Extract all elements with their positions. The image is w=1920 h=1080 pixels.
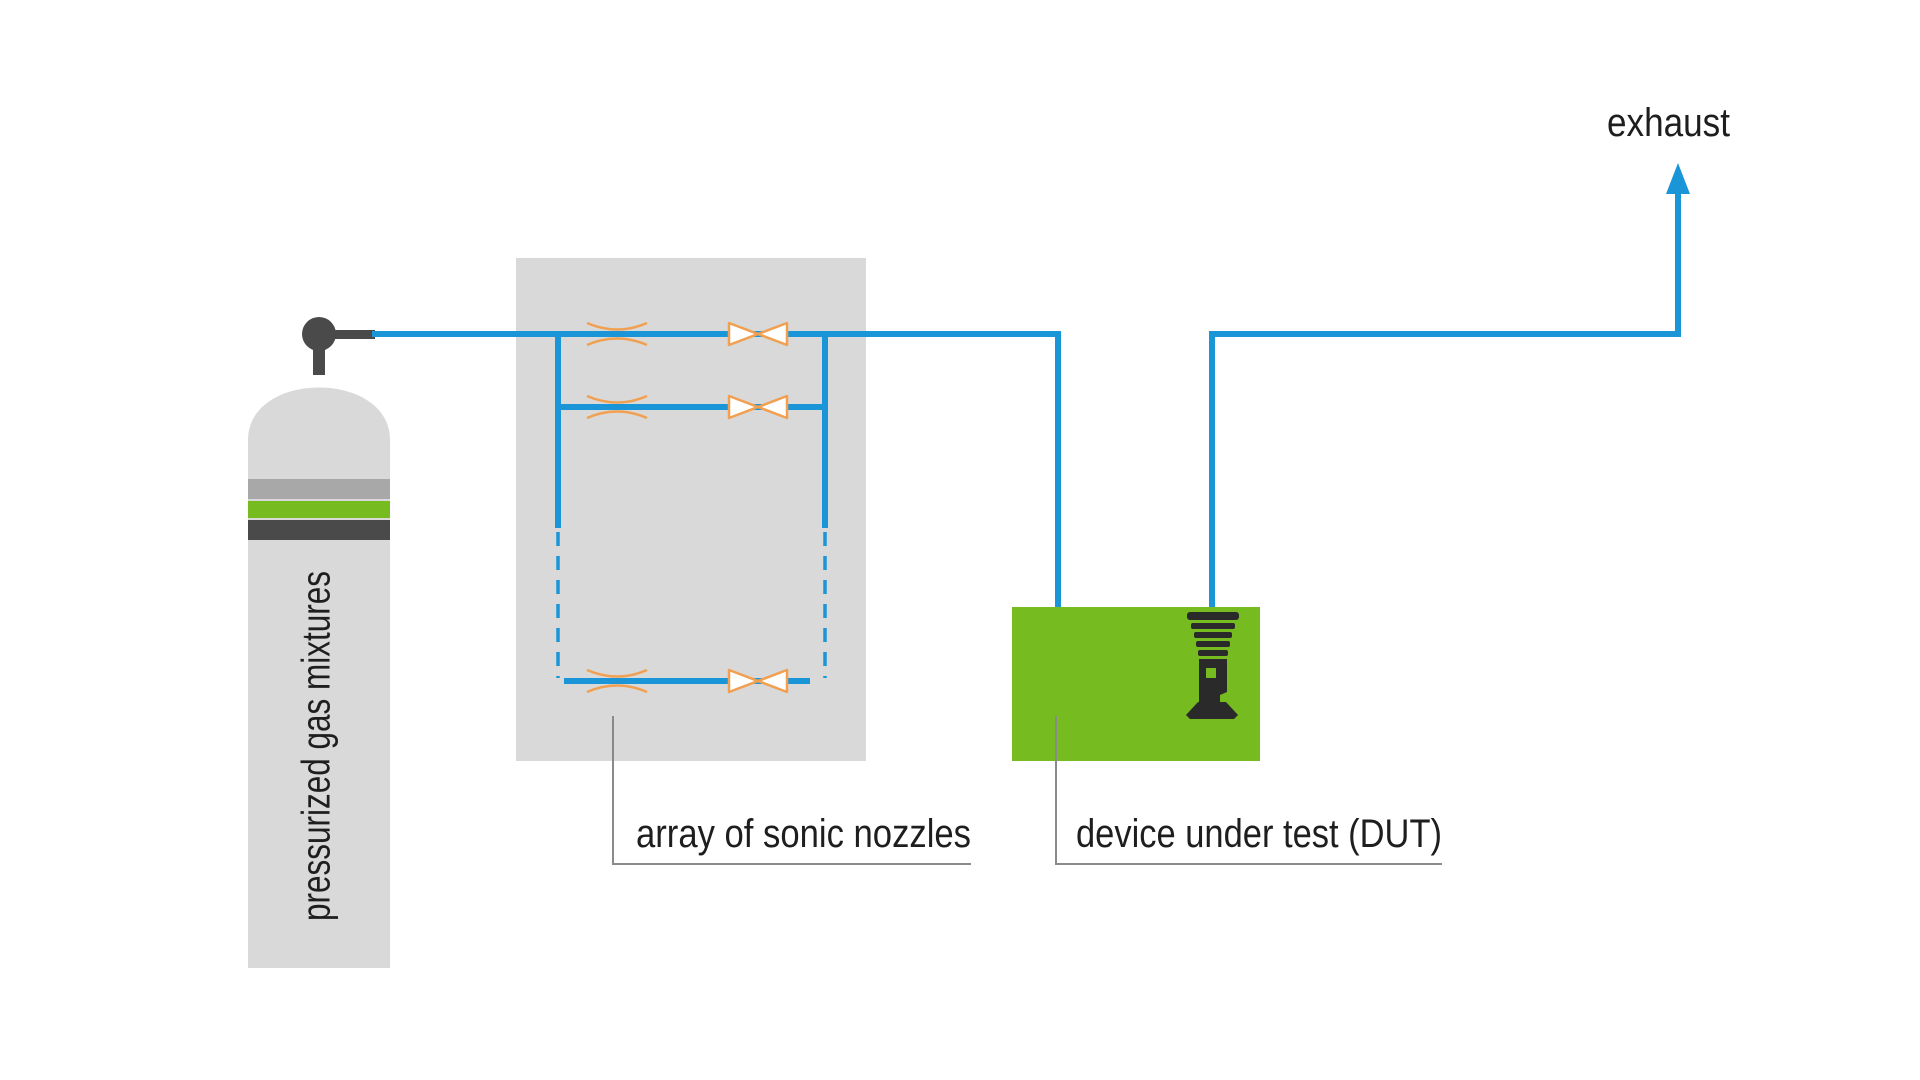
sonic-nozzle-n [586,668,648,694]
nozzle-array-box [516,258,866,761]
nozzle-array-label: array of sonic nozzles [636,812,971,856]
cylinder-band-light [248,479,390,499]
nozzle-array-leader [612,716,971,865]
exhaust-label: exhaust [1607,101,1730,145]
cylinder-band-dark [248,520,390,540]
valve-2 [727,394,789,420]
dut-label: device under test (DUT) [1076,812,1442,856]
dut-leader [1055,716,1442,865]
exhaust-arrow-icon [1666,163,1690,194]
sonic-nozzle-2 [586,394,648,420]
valve-1 [727,321,789,347]
sonic-nozzle-1 [586,321,648,347]
valve-n [727,668,789,694]
sensor-device-icon [1186,612,1239,719]
cylinder-band-green [248,501,390,518]
cylinder-label: pressurized gas mixtures [295,571,339,921]
gas-cylinder [248,317,390,968]
cylinder-outlet [319,330,375,339]
